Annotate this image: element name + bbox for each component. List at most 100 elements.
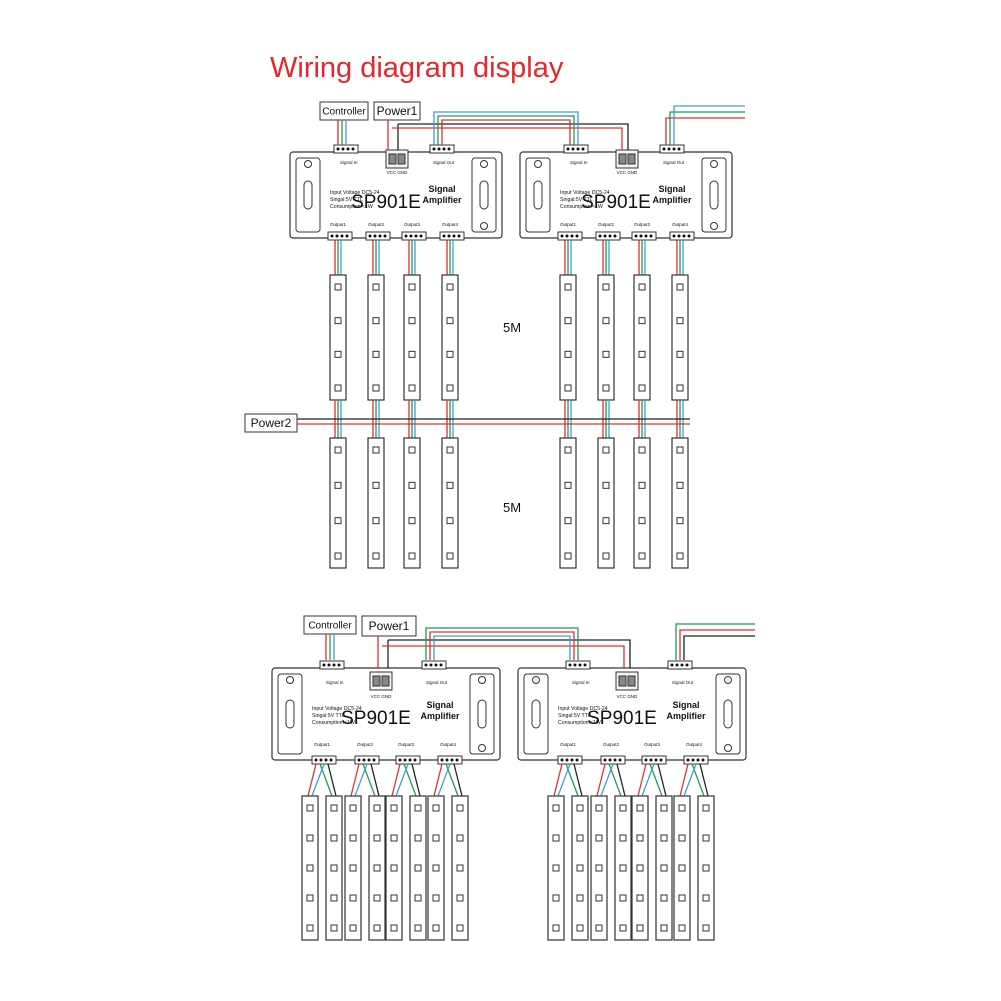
connector-pin-icon <box>654 758 658 762</box>
power1-chain-black-b <box>388 639 631 668</box>
led-strip-icon <box>349 804 357 812</box>
led-strip-icon <box>330 864 338 872</box>
led-strip-icon <box>390 834 398 842</box>
led-strip-lower <box>367 437 385 569</box>
led-strip-icon <box>636 834 644 842</box>
led-strip-icon <box>373 894 381 902</box>
led-strip-icon <box>456 864 464 872</box>
led-strip-icon <box>602 350 610 358</box>
led-strip-icon <box>408 446 416 454</box>
output-connector <box>327 231 353 241</box>
led-strip-icon <box>678 924 686 932</box>
led-strip-icon <box>432 924 440 932</box>
output-label: Output4 <box>686 742 703 747</box>
output-label: Output1 <box>560 742 577 747</box>
led-strip-icon <box>349 894 357 902</box>
exit-wire-green <box>669 111 745 145</box>
led-strip-icon <box>676 283 684 291</box>
mounting-slot-icon <box>531 699 541 729</box>
connector-pin-icon <box>403 758 407 762</box>
led-strip-icon <box>414 924 422 932</box>
output-connector <box>595 231 621 241</box>
led-strip-icon <box>432 894 440 902</box>
led-strip-icon <box>564 552 572 560</box>
screw-hole-icon <box>286 676 294 684</box>
mounting-slot-icon <box>479 180 489 210</box>
connector-pin-icon <box>378 234 382 238</box>
led-strip-icon <box>678 834 686 842</box>
led-strip-icon <box>334 350 342 358</box>
output-connector <box>557 231 583 241</box>
controller-label-top-box <box>319 101 369 121</box>
led-strip-icon <box>636 894 644 902</box>
split-wire-red <box>350 763 360 797</box>
output-connector <box>401 231 427 241</box>
connector-pin-icon <box>634 234 638 238</box>
led-strip-icon <box>372 283 380 291</box>
led-strip-icon <box>595 864 603 872</box>
connector-pin-icon <box>398 758 402 762</box>
connector-pin-icon <box>560 758 564 762</box>
connector-pin-icon <box>368 234 372 238</box>
power1-chain-black <box>398 123 629 150</box>
connector-pin-icon <box>573 663 577 667</box>
led-strip-icon <box>306 924 314 932</box>
led-strip-upper <box>403 274 421 401</box>
split-wire-red <box>596 763 606 797</box>
exit-wire-blue <box>673 105 745 145</box>
led-strip-icon <box>349 834 357 842</box>
connector-pin-icon <box>332 663 336 667</box>
led-strip-icon <box>602 283 610 291</box>
spec-voltage: Input Voltage DC5-24 <box>558 706 608 712</box>
connector-pin-icon <box>414 234 418 238</box>
led-strip-icon <box>602 517 610 525</box>
signal-out-label: Signal Out <box>672 680 694 685</box>
connector-pin-icon <box>440 758 444 762</box>
connector-pin-icon <box>701 758 705 762</box>
signal-in-label: Signal In <box>340 160 358 165</box>
signal-out-label: Signal Out <box>426 680 448 685</box>
connector-pin-icon <box>340 234 344 238</box>
name-label-2: Amplifier <box>666 711 706 721</box>
split-wire-blue <box>395 763 409 797</box>
split-wire-black <box>616 763 626 797</box>
model-label: SP901E <box>581 192 651 213</box>
connector-pin-icon <box>357 758 361 762</box>
connector-pin-icon <box>424 663 428 667</box>
connector-pin-icon <box>570 758 574 762</box>
screw-hole-icon <box>724 676 732 684</box>
led-strip-icon <box>408 384 416 392</box>
connector-pin-icon <box>618 758 622 762</box>
led-strip-icon <box>660 924 668 932</box>
connector-pin-icon <box>691 758 695 762</box>
connector-pin-icon <box>319 758 323 762</box>
connector-pin-icon <box>578 663 582 667</box>
screw-hole-icon <box>478 744 486 752</box>
connector-pin-icon <box>447 234 451 238</box>
output-label: Output3 <box>644 742 661 747</box>
power1-label-bottom-box <box>361 615 417 637</box>
connector-pin-icon <box>457 234 461 238</box>
split-wire-red <box>307 763 317 797</box>
led-strip-icon <box>638 517 646 525</box>
split-wire-black <box>327 763 337 797</box>
led-strip-icon <box>660 864 668 872</box>
connector-pin-icon <box>442 147 446 151</box>
led-strip-icon <box>408 283 416 291</box>
connector-pin-icon <box>662 147 666 151</box>
connector-pin-icon <box>644 234 648 238</box>
connector-pin-icon <box>659 758 663 762</box>
led-strip-icon <box>564 481 572 489</box>
vcc-gnd-label: VCC GND <box>371 694 393 699</box>
vcc-gnd-label: VCC GND <box>387 170 409 175</box>
vcc-gnd-label: VCC GND <box>617 170 639 175</box>
name-label-1: Signal <box>672 700 699 710</box>
led-strip-icon <box>390 894 398 902</box>
led-strip-icon <box>390 804 398 812</box>
connector-pin-icon <box>335 234 339 238</box>
led-strip-icon <box>306 864 314 872</box>
split-wire-red <box>679 763 689 797</box>
power1-chain-red <box>392 127 623 150</box>
output-label: Output2 <box>357 742 374 747</box>
led-strip-upper <box>597 274 615 401</box>
